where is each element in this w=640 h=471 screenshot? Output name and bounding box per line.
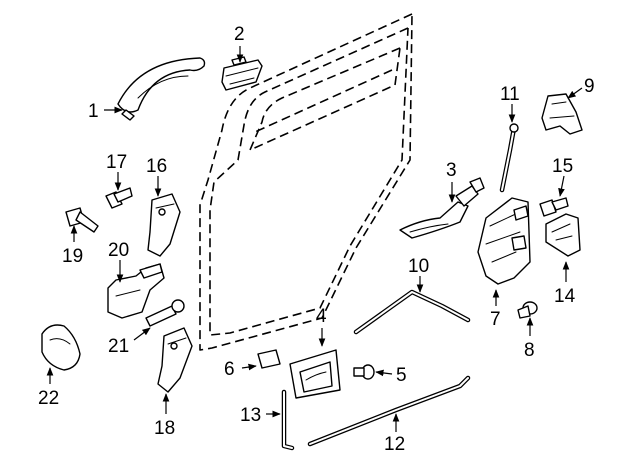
callout-6: 6 xyxy=(224,359,235,380)
part-18-hinge xyxy=(157,327,193,393)
part-4-inside-handle xyxy=(289,349,341,399)
callout-21: 21 xyxy=(108,336,129,357)
callout-2: 2 xyxy=(234,24,245,45)
callout-7: 7 xyxy=(490,309,501,330)
part-10-rod xyxy=(353,289,471,335)
part-9-bracket xyxy=(541,93,583,135)
part-16-hinge xyxy=(147,193,181,257)
part-6-clip xyxy=(257,349,281,369)
part-11-rod xyxy=(499,123,519,193)
callout-22: 22 xyxy=(38,388,59,409)
callout-20: 20 xyxy=(108,240,129,261)
callout-17: 17 xyxy=(106,152,127,173)
part-15-bolt xyxy=(539,197,569,217)
callout-18: 18 xyxy=(154,418,175,439)
door-outline xyxy=(199,13,413,351)
part-17-bolt xyxy=(105,187,133,209)
callout-16: 16 xyxy=(146,156,167,177)
part-13-rod xyxy=(281,389,295,451)
callout-11: 11 xyxy=(500,84,520,105)
part-14-striker xyxy=(545,213,581,257)
part-5-screw xyxy=(353,364,375,380)
part-7-latch xyxy=(477,197,531,285)
part-22-bumper xyxy=(41,324,81,371)
callout-14: 14 xyxy=(554,286,576,307)
callout-15: 15 xyxy=(552,156,573,177)
callout-5: 5 xyxy=(396,365,407,386)
part-20-check-strap xyxy=(107,263,165,319)
callout-4: 4 xyxy=(316,306,327,327)
callout-1: 1 xyxy=(88,101,99,122)
leader-lines xyxy=(46,46,583,432)
callout-10: 10 xyxy=(408,256,429,277)
part-1-outside-handle xyxy=(117,57,206,121)
callout-8: 8 xyxy=(524,340,535,361)
callout-19: 19 xyxy=(62,246,83,267)
callout-13: 13 xyxy=(240,405,261,426)
callout-9: 9 xyxy=(584,76,595,97)
callout-12: 12 xyxy=(384,434,405,455)
part-8-bolt xyxy=(517,301,538,319)
callout-labels: 1 2 3 4 5 6 7 8 9 10 11 12 13 14 15 16 1… xyxy=(38,24,595,455)
part-19-bolt xyxy=(65,207,99,233)
part-21-bolt xyxy=(145,299,185,327)
part-12-rod xyxy=(307,375,471,447)
callout-3: 3 xyxy=(446,160,457,181)
part-3-cable xyxy=(399,177,485,239)
